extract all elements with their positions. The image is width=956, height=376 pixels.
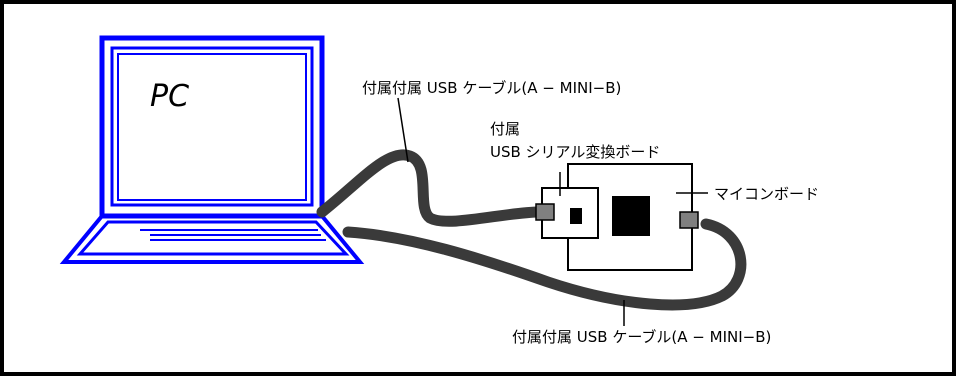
laptop-pc: PC xyxy=(59,35,365,264)
serial-board-label-line2: USB シリアル変換ボード xyxy=(490,143,660,161)
usb-connector-serial xyxy=(535,203,555,221)
mcu-board-label: マイコンボード xyxy=(714,185,819,203)
usb-connector-mcu xyxy=(679,211,699,229)
cable-bottom-label: 付属付属 USB ケーブル(A − MINI−B) xyxy=(512,328,771,346)
laptop-keyboard xyxy=(76,220,350,256)
leader-line-cable-top xyxy=(397,97,409,163)
usb-cable-bottom xyxy=(342,218,747,311)
cable-top-label: 付属付属 USB ケーブル(A − MINI−B) xyxy=(362,79,621,97)
usb-cable-top xyxy=(316,149,546,227)
pc-label: PC xyxy=(150,79,189,114)
usb-serial-chip xyxy=(570,208,582,224)
laptop-screen-bezel xyxy=(117,53,307,201)
mcu-chip xyxy=(612,196,650,236)
laptop-base xyxy=(59,214,365,264)
serial-board-label-line1: 付属 xyxy=(490,120,520,138)
laptop-screen-inner xyxy=(110,46,314,207)
